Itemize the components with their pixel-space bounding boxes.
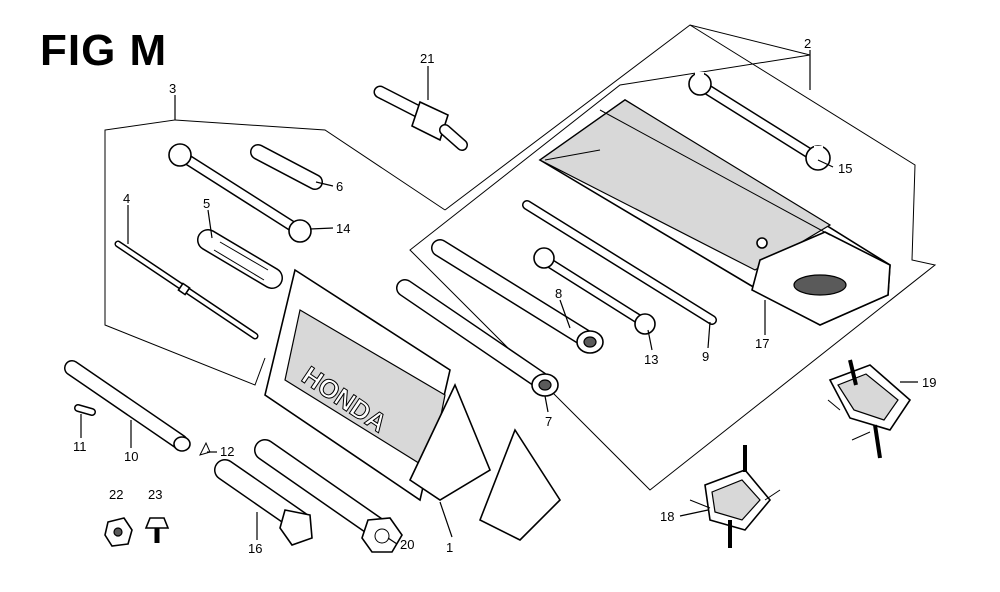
clip-12: [199, 441, 211, 456]
callout-15: 15: [838, 161, 852, 176]
mount-19: [827, 359, 912, 459]
callout-23: 23: [148, 487, 162, 502]
callout-20: 20: [400, 537, 414, 552]
callout-18: 18: [660, 509, 674, 524]
pin-11: [74, 404, 96, 416]
handle-6: [250, 144, 323, 190]
screwdriver-grip-5: [197, 229, 283, 289]
callout-4: 4: [123, 191, 130, 206]
callout-8: 8: [555, 286, 562, 301]
figure-title: FIG M: [40, 26, 168, 75]
triangle-bag-1: HONDA: [264, 268, 562, 541]
mount-18: [689, 445, 781, 548]
callout-6: 6: [336, 179, 343, 194]
tool-bag-17: [538, 99, 891, 326]
callout-22: 22: [109, 487, 123, 502]
box-spanner-20: [254, 439, 403, 553]
callout-11: 11: [73, 439, 87, 454]
callout-19: 19: [922, 375, 936, 390]
callout-13: 13: [644, 352, 658, 367]
nut-22: [104, 517, 133, 547]
callout-17: 17: [755, 336, 769, 351]
tommy-bar-9: [522, 200, 717, 325]
callout-3: 3: [169, 81, 176, 96]
callout-labels: 1 2 3 4 5 6 7 8 9 10 11 12 13 14 15 16 1…: [73, 36, 936, 556]
wrench-13: [533, 247, 656, 335]
callout-7: 7: [545, 414, 552, 429]
callout-12: 12: [220, 444, 234, 459]
spark-plug-21: [373, 85, 468, 151]
wrench-15: [688, 72, 831, 171]
callout-1: 1: [446, 540, 453, 555]
box-spanner-7: [396, 279, 559, 397]
box-spanner-10: [64, 360, 191, 452]
bolt-23: [144, 517, 170, 543]
screwdriver-shaft-4: [114, 240, 259, 340]
callout-21: 21: [420, 51, 434, 66]
wrench-14: [168, 143, 312, 243]
box-spanner-16: [214, 459, 313, 546]
callout-14: 14: [336, 221, 350, 236]
callout-9: 9: [702, 349, 709, 364]
callout-10: 10: [124, 449, 138, 464]
box-spanner-8: [431, 239, 604, 354]
callout-2: 2: [804, 36, 811, 51]
leader-lines: [80, 50, 918, 545]
callout-16: 16: [248, 541, 262, 556]
callout-5: 5: [203, 196, 210, 211]
